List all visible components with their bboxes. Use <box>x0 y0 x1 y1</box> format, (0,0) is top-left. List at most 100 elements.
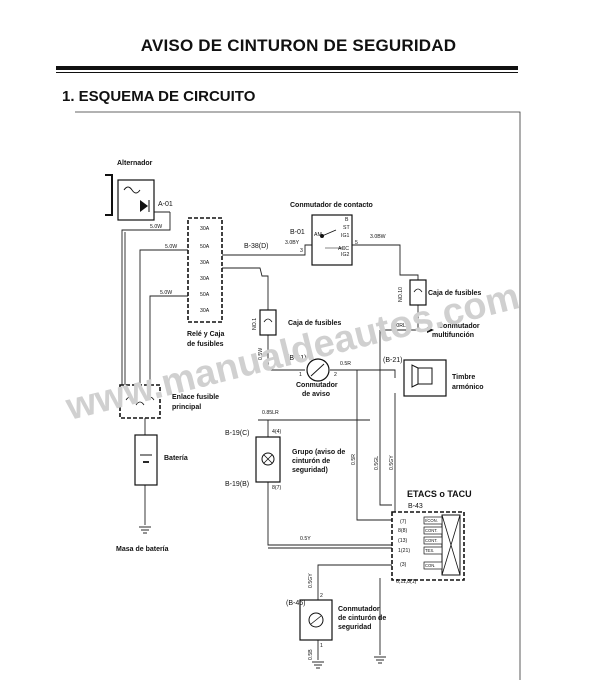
pin-3b: (3) <box>400 562 407 568</box>
seatbelt-switch <box>299 599 333 641</box>
label-conn-b43: B-43 <box>408 503 423 510</box>
battery-symbol <box>134 434 158 486</box>
ground-symbol <box>139 526 151 534</box>
pin-6-11-8: 6,11,8(1) <box>396 579 417 585</box>
wire-0-5y: 0.5Y <box>300 536 311 542</box>
pin-8-7: 8(7) <box>272 485 281 491</box>
ig-term-ig2: IG2 <box>341 252 349 258</box>
label-conmutador-multi-2: multifunción <box>432 332 474 339</box>
label-alternador: Alternador <box>117 160 153 167</box>
ground-symbol-seatbelt <box>312 661 324 669</box>
cluster-warning-lamp <box>255 436 281 483</box>
label-conn-a01: A-01 <box>158 201 173 208</box>
label-conmutador-aviso-2: de aviso <box>302 391 330 398</box>
pin-5: 5 <box>355 240 358 246</box>
pin-4-4: 4(4) <box>272 429 281 435</box>
etacs-pin-3: TES. <box>425 548 434 553</box>
title-rule-thick <box>56 66 518 70</box>
page-title: AVISO DE CINTURON DE SEGURIDAD <box>140 36 457 55</box>
label-bateria: Batería <box>164 455 188 462</box>
wire-3-0by: 3.0BY <box>285 240 300 246</box>
relay-fuse-box <box>187 217 223 323</box>
label-masa-bateria: Masa de batería <box>116 546 169 553</box>
arrow-multifuncion <box>427 327 434 333</box>
ig-term-acc: ACC <box>338 246 349 252</box>
alternator-symbol <box>105 174 155 221</box>
fuse-5: 30A <box>200 308 210 314</box>
label-fuse-no10: NO.10 <box>398 287 404 302</box>
wire-0-5gy: 0.5GY <box>389 455 395 470</box>
label-enlace-1: Enlace fusible <box>172 394 219 401</box>
section-heading: 1. ESQUEMA DE CIRCUITO <box>62 88 256 105</box>
fuse-0: 30A <box>200 226 210 232</box>
label-rele-caja-1: Relé y Caja <box>187 331 224 338</box>
wire-5-0w-a: 5.0W <box>165 244 177 250</box>
pin-2: 2 <box>334 372 337 378</box>
wire-0-5b: 0.5B <box>308 649 314 660</box>
wire-0-85lr: 0.85LR <box>262 410 279 416</box>
main-fusible-link <box>119 384 161 419</box>
fuse-no1 <box>259 309 277 336</box>
fuse-3: 30A <box>200 276 210 282</box>
label-grupo-3: seguridad) <box>292 467 328 474</box>
wire-3-0bw: 3.0BW <box>370 234 386 240</box>
label-conn-b61: (B-61) <box>287 355 306 362</box>
chime-box <box>403 359 447 397</box>
label-conn-b21: (B-21) <box>383 357 402 364</box>
etacs-module <box>391 511 465 581</box>
label-etacs-title: ETACS o TACU <box>407 489 472 499</box>
pin-8-8: 8(8) <box>398 528 407 534</box>
label-conn-b38: B-38(D) <box>244 243 269 250</box>
pin-7: (7) <box>400 519 407 525</box>
wires <box>121 211 427 660</box>
wire-0-5r-v: 0.5R <box>351 454 357 465</box>
diagram-frame <box>75 111 521 680</box>
fuse-1: 50A <box>200 244 210 250</box>
label-cinturon-1: Conmutador <box>338 606 380 613</box>
label-grupo-2: cinturón de <box>292 458 330 465</box>
label-conmutador-contacto: Conmutador de contacto <box>290 202 373 209</box>
etacs-pin-1: CONT. <box>425 528 438 533</box>
label-caja-fusibles-2: Caja de fusibles <box>288 320 341 327</box>
label-timbre-2: armónico <box>452 384 484 391</box>
label-conn-b19b: B-19(B) <box>225 481 249 488</box>
label-fuse-no1: NO.1 <box>252 318 258 330</box>
label-conmutador-aviso-1: Conmutador <box>296 382 338 389</box>
watermark: www.manualdeautos.com <box>61 275 524 429</box>
fuse-4: 50A <box>200 292 210 298</box>
fuse-no10 <box>409 279 427 306</box>
warning-switch <box>306 358 330 382</box>
pin-1b: 1 <box>320 643 323 649</box>
label-enlace-2: principal <box>172 404 201 411</box>
label-rele-caja-2: de fusibles <box>187 341 224 348</box>
pin-1-21: 1(21) <box>398 548 410 554</box>
wire-0-5r: 0.5R <box>340 361 351 367</box>
ig-term-st: ST <box>343 225 350 231</box>
wire-5-0w-alt: 5.0W <box>150 224 162 230</box>
ground-symbol-etacs <box>374 656 386 664</box>
ig-term-am: AM <box>314 232 322 238</box>
wire-5-0w-b: 5.0W <box>160 290 172 296</box>
label-grupo-1: Grupo (aviso de <box>292 449 345 456</box>
etacs-pin-2: CONT. <box>425 538 438 543</box>
wire-2-0rl: 2.0RL <box>392 323 406 329</box>
ig-term-b: B <box>345 217 349 223</box>
etacs-pin-4: CON. <box>425 563 435 568</box>
fuse-2: 30A <box>200 260 210 266</box>
label-conn-b46: (B-46) <box>286 600 305 607</box>
pin-13: (13) <box>398 538 407 544</box>
label-conmutador-multi-1: Conmutador <box>438 323 480 330</box>
label-conn-b01: B-01 <box>290 229 305 236</box>
label-cinturon-2: de cinturón de <box>338 615 386 622</box>
pin-2b: 2 <box>320 593 323 599</box>
etacs-pin-0: I/CON. <box>425 518 438 523</box>
pin-1: 1 <box>299 372 302 378</box>
ignition-switch <box>311 214 353 266</box>
label-cinturon-3: seguridad <box>338 624 371 631</box>
wire-0-5w-no1: 0.5W <box>258 348 264 360</box>
label-caja-fusibles-1: Caja de fusibles <box>428 290 481 297</box>
label-timbre-1: Timbre <box>452 374 475 381</box>
wire-0-5gl: 0.5GL <box>374 456 380 470</box>
ig-term-ig1: IG1 <box>341 233 349 239</box>
